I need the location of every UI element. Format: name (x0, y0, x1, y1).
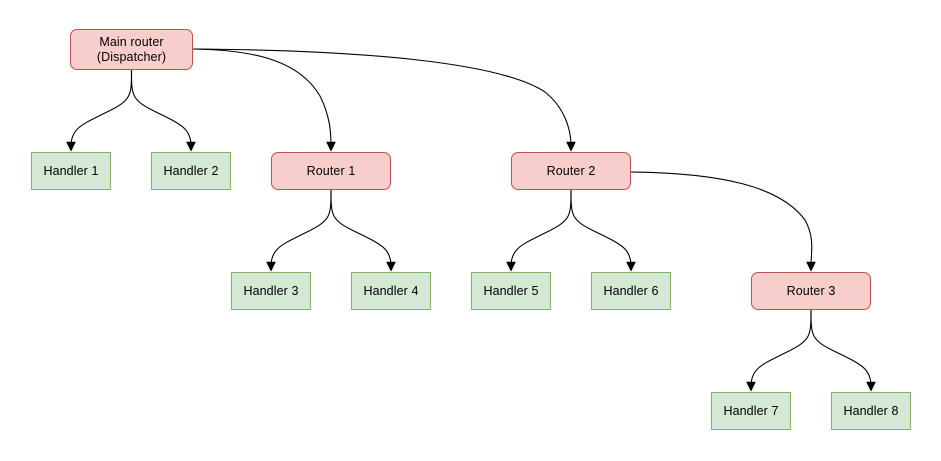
node-router-2[interactable]: Router 2 (511, 152, 631, 190)
edge-main-handler2[interactable] (130, 69, 196, 152)
edge-router2-handler5[interactable] (506, 189, 572, 272)
node-label-handler-2: Handler 2 (163, 163, 219, 178)
edge-router3-handler8[interactable] (810, 309, 876, 392)
edge-main-router1-path (192, 48, 332, 147)
node-handler-2[interactable]: Handler 2 (151, 152, 231, 190)
node-handler-7[interactable]: Handler 7 (711, 392, 791, 430)
edge-router3-handler7-arrowhead-icon (746, 381, 756, 392)
node-router-1[interactable]: Router 1 (271, 152, 391, 190)
edge-router1-handler4-arrowhead-icon (386, 261, 396, 272)
edge-router2-router3[interactable] (630, 171, 816, 272)
node-label-handler-5: Handler 5 (483, 283, 539, 298)
edge-router1-handler4-path (330, 189, 392, 267)
edge-main-router1[interactable] (192, 48, 336, 152)
node-label-handler-6: Handler 6 (603, 283, 659, 298)
edge-main-handler2-path (130, 69, 192, 147)
node-router-3[interactable]: Router 3 (751, 272, 871, 310)
edge-main-router2[interactable] (192, 48, 576, 152)
edge-main-handler2-arrowhead-icon (186, 141, 196, 152)
edge-router2-router3-path (630, 171, 813, 267)
node-label-handler-3: Handler 3 (243, 283, 299, 298)
node-handler-3[interactable]: Handler 3 (231, 272, 311, 310)
edge-main-handler1-arrowhead-icon (66, 141, 76, 152)
edge-router1-handler3[interactable] (266, 189, 332, 272)
node-label-main-router: Main router (Dispatcher) (96, 34, 167, 64)
edge-router2-handler5-arrowhead-icon (506, 261, 516, 272)
edge-router3-handler7[interactable] (746, 309, 812, 392)
edge-main-router2-path (192, 48, 572, 147)
node-handler-6[interactable]: Handler 6 (591, 272, 671, 310)
node-handler-1[interactable]: Handler 1 (31, 152, 111, 190)
edge-main-router1-arrowhead-icon (326, 141, 336, 152)
edge-main-router2-arrowhead-icon (566, 141, 576, 152)
edge-router1-handler3-path (270, 189, 332, 267)
edge-router2-handler6[interactable] (570, 189, 636, 272)
node-label-router-1: Router 1 (306, 163, 356, 178)
edge-main-handler1[interactable] (66, 69, 133, 152)
node-label-router-3: Router 3 (786, 283, 836, 298)
edge-router1-handler3-arrowhead-icon (266, 261, 276, 272)
node-label-router-2: Router 2 (546, 163, 596, 178)
edge-router2-router3-arrowhead-icon (806, 261, 816, 272)
edge-router2-handler6-arrowhead-icon (626, 261, 636, 272)
edge-router2-handler5-path (510, 189, 572, 267)
node-label-handler-1: Handler 1 (43, 163, 99, 178)
edge-router2-handler6-path (570, 189, 632, 267)
edge-router3-handler8-path (810, 309, 872, 387)
node-handler-8[interactable]: Handler 8 (831, 392, 911, 430)
node-label-handler-8: Handler 8 (843, 403, 899, 418)
node-label-handler-7: Handler 7 (723, 403, 779, 418)
node-handler-5[interactable]: Handler 5 (471, 272, 551, 310)
edge-router1-handler4[interactable] (330, 189, 396, 272)
node-main-router[interactable]: Main router (Dispatcher) (70, 29, 193, 70)
edges-group (66, 48, 876, 392)
edge-router3-handler7-path (750, 309, 812, 387)
edge-main-handler1-path (70, 69, 133, 147)
node-handler-4[interactable]: Handler 4 (351, 272, 431, 310)
node-label-handler-4: Handler 4 (363, 283, 419, 298)
edge-router3-handler8-arrowhead-icon (866, 381, 876, 392)
